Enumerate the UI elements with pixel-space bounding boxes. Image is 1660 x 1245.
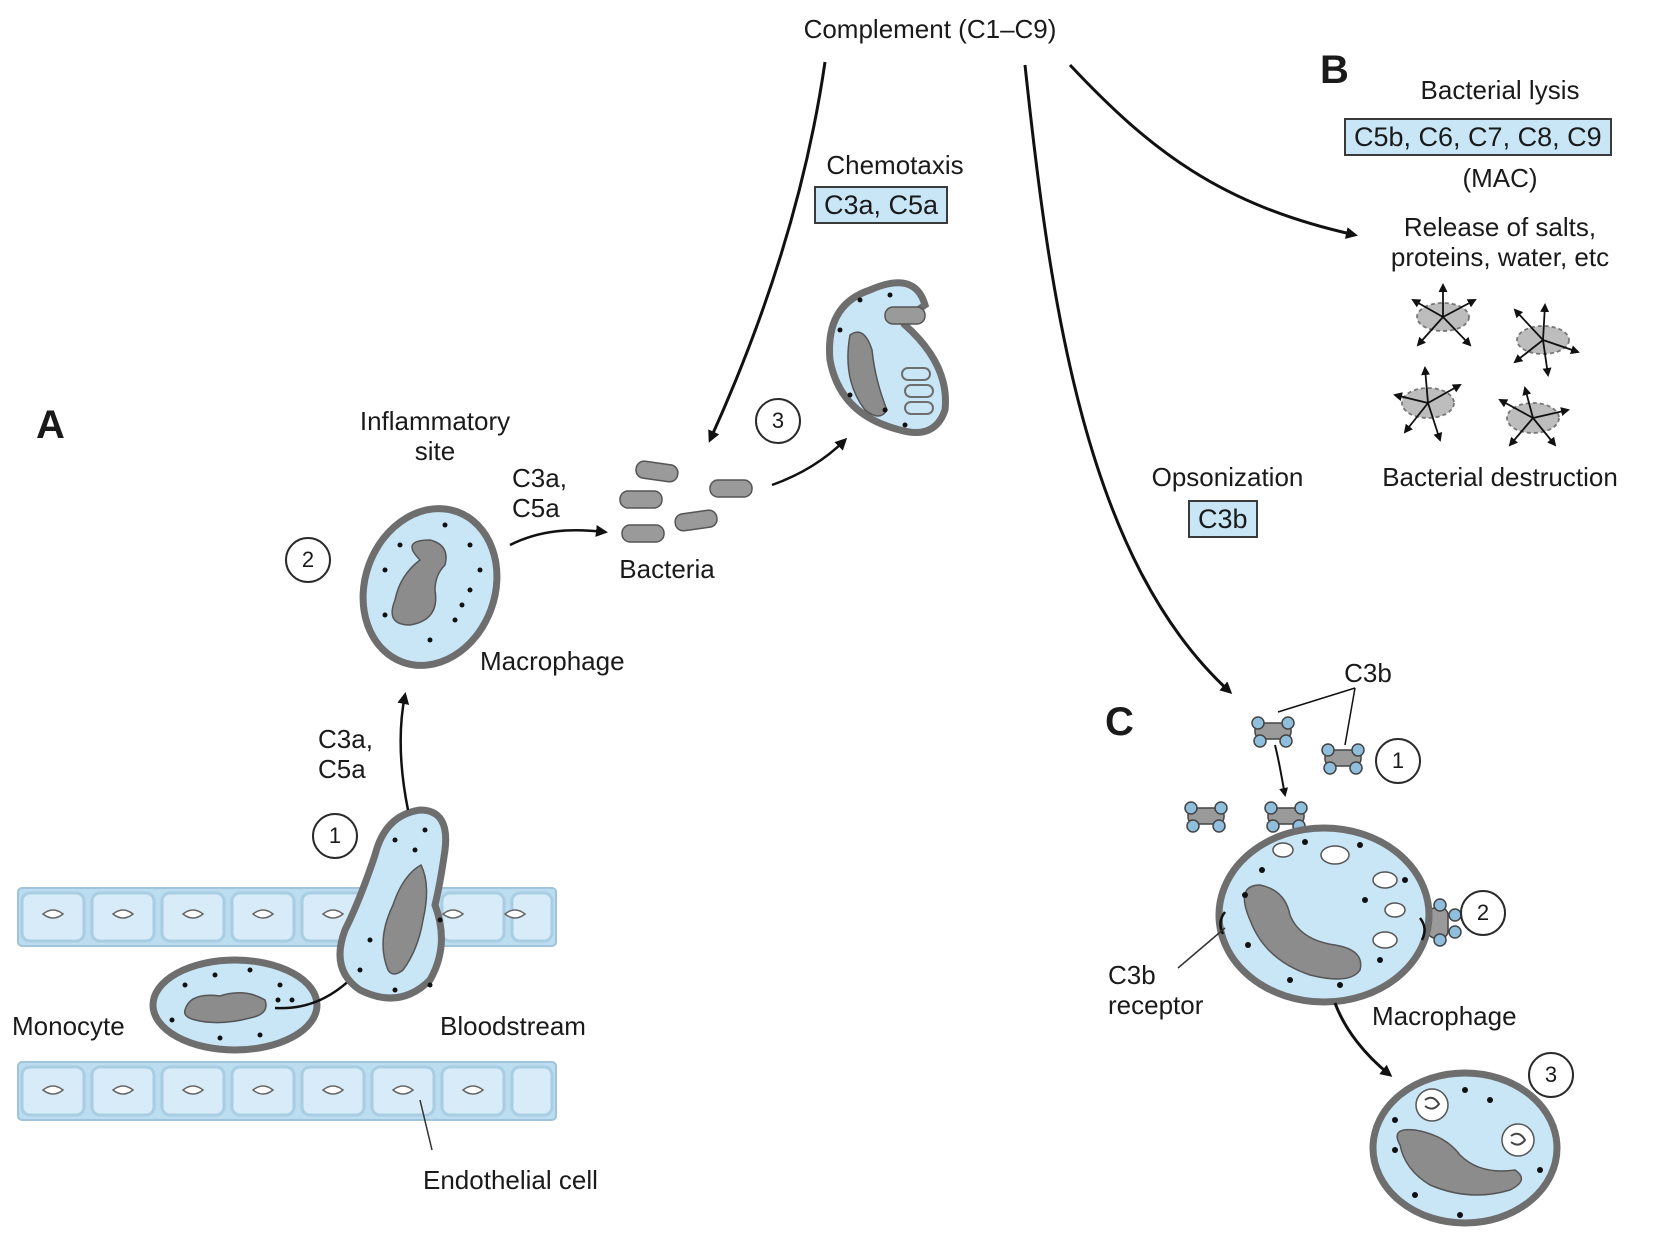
endothelium-lower bbox=[17, 1061, 557, 1121]
c3a-c5a-lower-label: C3a,C5a bbox=[318, 724, 373, 784]
mac-box: C5b, C6, C7, C8, C9 bbox=[1344, 118, 1612, 156]
arrow-macrophage-to-bacteria bbox=[509, 525, 608, 547]
bacterial-lysis-label: Bacterial lysis bbox=[1420, 75, 1580, 105]
opsonization-label: Opsonization bbox=[1151, 462, 1304, 492]
arrow-complement-to-opsonization bbox=[1023, 64, 1233, 695]
arrow-complement-to-lysis bbox=[1068, 63, 1358, 239]
arrow-complement-to-bacteria bbox=[708, 61, 827, 443]
migrating-monocyte bbox=[336, 806, 450, 1002]
arrow-c3b-down bbox=[1274, 744, 1289, 797]
release-label: Release of salts,proteins, water, etc bbox=[1390, 212, 1610, 272]
macrophage-c-label: Macrophage bbox=[1372, 1001, 1517, 1031]
step-c3: 3 bbox=[1528, 1052, 1574, 1098]
panel-a-label: A bbox=[36, 403, 65, 447]
bloodstream-label: Bloodstream bbox=[440, 1011, 586, 1041]
step-a1: 1 bbox=[312, 813, 358, 859]
arrow-up-to-macrophage bbox=[397, 692, 410, 811]
endothelial-label: Endothelial cell bbox=[423, 1165, 598, 1195]
arrow-bacteria-to-phagocyte bbox=[771, 437, 848, 487]
chemotaxis-label: Chemotaxis bbox=[826, 150, 964, 180]
opsonization-box: C3b bbox=[1188, 500, 1258, 538]
panel-c-label: C bbox=[1105, 700, 1134, 744]
macrophage-engulfing bbox=[826, 279, 949, 436]
macrophage-a-label: Macrophage bbox=[480, 646, 625, 676]
mac-label: (MAC) bbox=[1462, 163, 1538, 193]
macrophage-opsonization bbox=[1215, 824, 1433, 1006]
c3b-leader-lines bbox=[1277, 687, 1356, 746]
monocyte-label: Monocyte bbox=[12, 1011, 125, 1041]
c3b-molecules bbox=[1184, 716, 1462, 947]
macrophage-digesting bbox=[1369, 1069, 1561, 1227]
endothelial-leader bbox=[419, 1099, 433, 1151]
destruction-label: Bacterial destruction bbox=[1382, 462, 1618, 492]
macrophage-inflammatory bbox=[359, 505, 501, 669]
lysed-bacteria bbox=[1393, 283, 1580, 447]
c3b-label: C3b bbox=[1344, 658, 1392, 688]
arrow-macrophage-to-digesting bbox=[1333, 1002, 1393, 1077]
bacteria-label: Bacteria bbox=[619, 554, 715, 584]
chemotaxis-box: C3a, C5a bbox=[814, 186, 949, 224]
step-c1: 1 bbox=[1375, 738, 1421, 784]
monocyte-cell bbox=[149, 956, 321, 1054]
panel-b-label: B bbox=[1320, 48, 1349, 92]
complement-title: Complement (C1–C9) bbox=[803, 14, 1057, 44]
bacteria-cluster bbox=[619, 460, 753, 543]
c3a-c5a-upper-label: C3a,C5a bbox=[512, 463, 567, 523]
receptor-leader bbox=[1177, 927, 1226, 969]
step-a2: 2 bbox=[285, 537, 331, 583]
step-c2: 2 bbox=[1460, 890, 1506, 936]
step-a3: 3 bbox=[755, 398, 801, 444]
endothelium-upper bbox=[17, 887, 557, 947]
